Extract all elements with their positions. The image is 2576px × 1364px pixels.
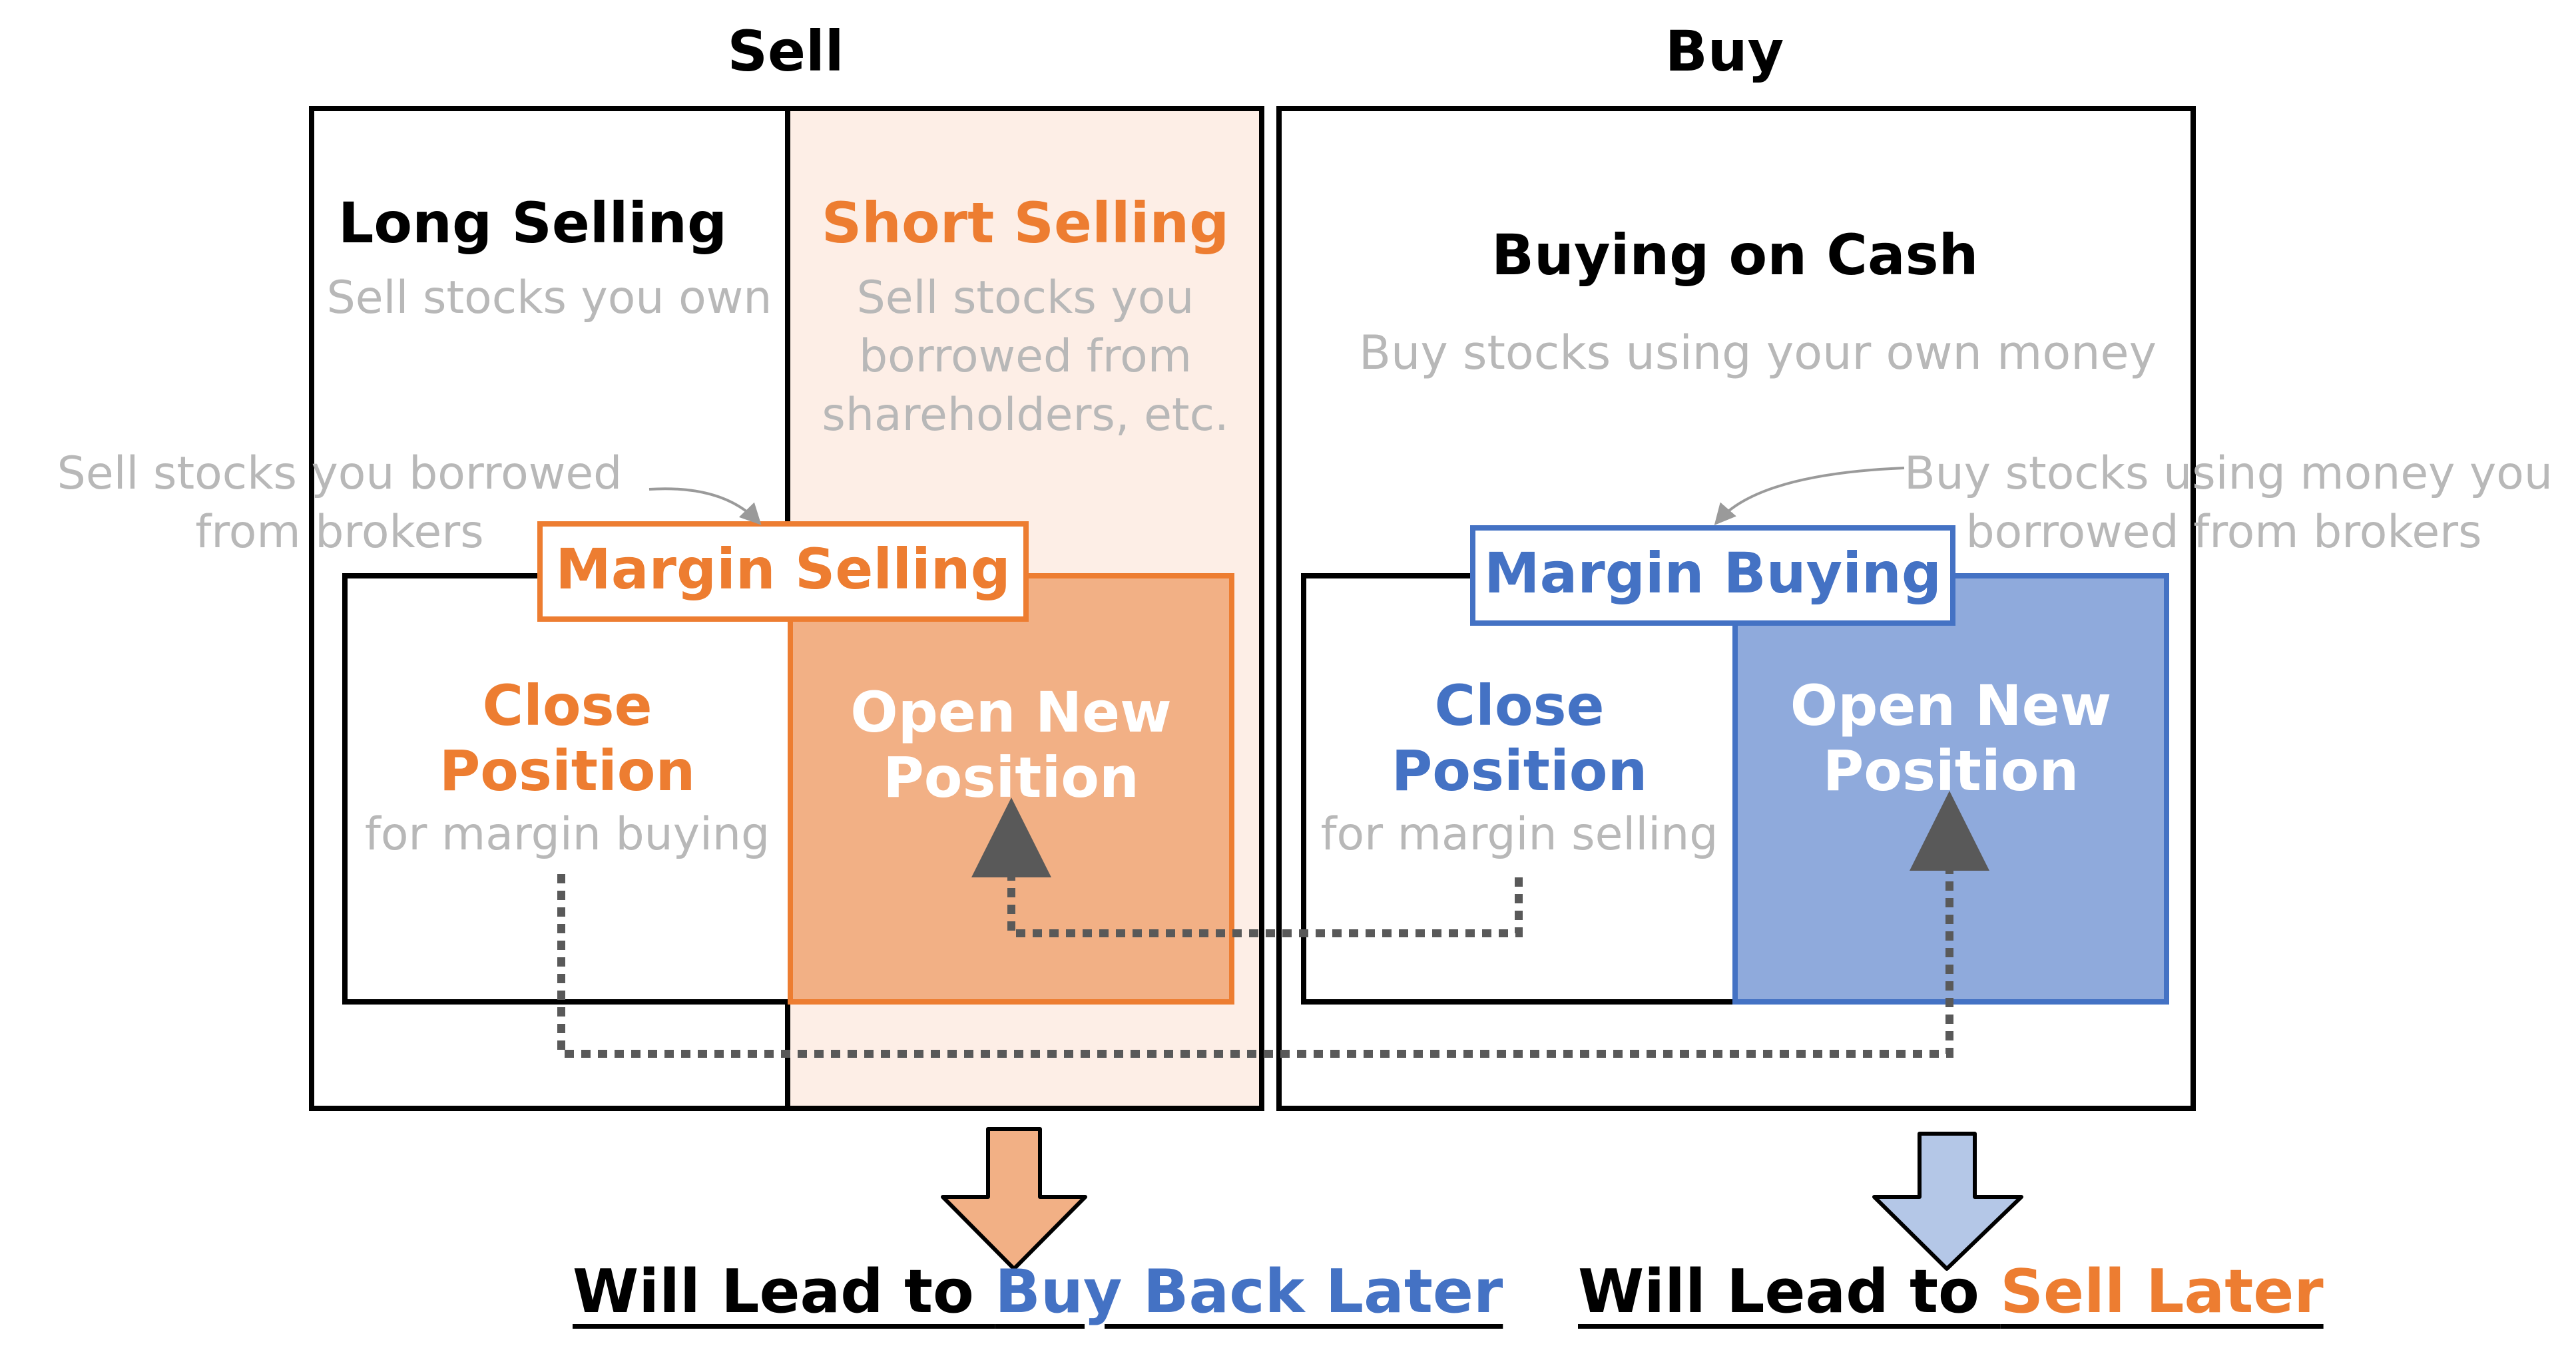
sell-result-prefix: Will Lead to [573, 1257, 995, 1327]
short-selling-desc-line-3: shareholders, etc. [822, 389, 1229, 441]
buy-open-position-line-2: Position [1822, 738, 2079, 803]
long-selling-desc: Sell stocks you own [326, 272, 772, 324]
margin-buying-annotation-line-2: borrowed from brokers [1965, 506, 2482, 559]
buy-frame [1276, 106, 2196, 1111]
short-selling-title: Short Selling [821, 190, 1230, 256]
margin-selling-pointer [648, 487, 762, 525]
sell-result: Will Lead to Buy Back Later [573, 1257, 1503, 1327]
sell-close-position-line-2: Position [439, 738, 696, 803]
long-selling-title: Long Selling [338, 190, 728, 256]
margin-selling-box [537, 521, 1029, 622]
buy-result: Will Lead to Sell Later [1578, 1257, 2324, 1327]
margin-buying-pointer [1714, 467, 1905, 526]
sell-close-position-line-1: Close [482, 673, 652, 738]
margin-selling-annotation-line-1: Sell stocks you borrowed [57, 447, 623, 500]
sell-down-arrow [941, 1127, 1087, 1271]
buy-result-highlight: Sell Later [2000, 1257, 2324, 1327]
sell-open-position-line-2: Position [883, 745, 1139, 810]
sell-close-position-note: for margin buying [364, 808, 770, 861]
buy-heading: Buy [1665, 19, 1784, 84]
short-selling-desc-line-2: borrowed from [858, 330, 1192, 383]
buy-down-arrow [1872, 1132, 2023, 1271]
margin-buying-label: Margin Buying [1484, 541, 1941, 606]
sell-open-position-line-1: Open New [850, 680, 1172, 745]
buy-open-position-line-1: Open New [1790, 673, 2112, 738]
short-selling-desc-line-1: Sell stocks you [856, 272, 1194, 324]
buy-result-prefix: Will Lead to [1578, 1257, 2001, 1327]
margin-buying-annotation-line-1: Buy stocks using money you [1904, 447, 2553, 500]
buying-on-cash-desc: Buy stocks using your own money [1358, 326, 2157, 380]
buy-close-position-line-2: Position [1391, 738, 1648, 803]
margin-selling-label: Margin Selling [555, 537, 1011, 602]
buy-close-position-line-1: Close [1434, 673, 1605, 738]
sell-result-highlight: Buy Back Later [995, 1257, 1503, 1327]
margin-selling-annotation-line-2: from brokers [195, 506, 484, 559]
buy-close-position-note: for margin selling [1320, 808, 1718, 861]
buying-on-cash-title: Buying on Cash [1491, 222, 1979, 288]
buy-open-box [1732, 573, 2169, 1005]
connector-sell-close-to-buy-open [557, 791, 1989, 1058]
margin-buying-box [1470, 525, 1955, 626]
sell-heading: Sell [727, 19, 844, 84]
